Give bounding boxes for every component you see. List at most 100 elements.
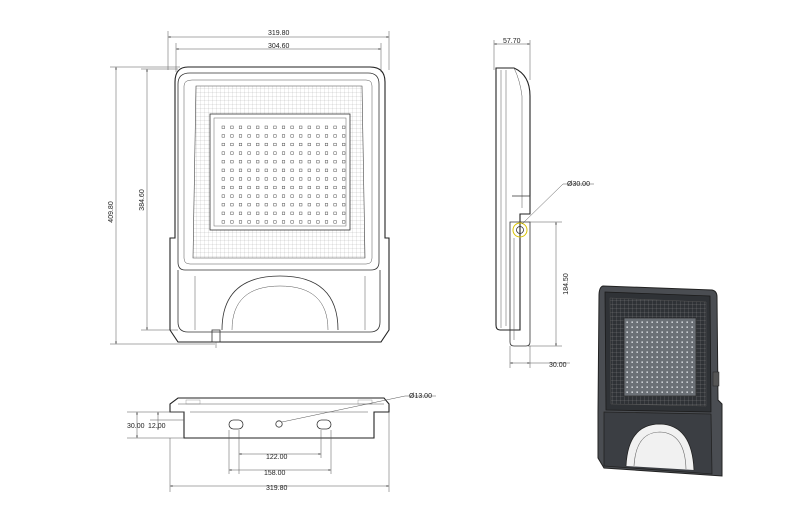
led-chip (221, 220, 225, 224)
led-chip (238, 160, 243, 164)
led-chip (230, 160, 234, 164)
led-chip (342, 220, 346, 224)
led-chip (238, 125, 243, 129)
led-chip (307, 185, 311, 190)
led-chip (342, 168, 346, 172)
dim-bracket-width: 30.00 (549, 362, 567, 369)
led-chip (290, 203, 294, 207)
led-array (221, 125, 346, 224)
led-chip (264, 194, 268, 198)
led-chip (324, 194, 329, 198)
led-chip (230, 194, 234, 198)
led-chip (290, 151, 294, 155)
led-chip (307, 220, 311, 224)
led-chip (247, 168, 251, 172)
front-view: 319.80 304.60 409.80 384.60 (108, 30, 390, 348)
led-chip (324, 185, 329, 190)
dim-depth: 57.70 (503, 38, 521, 45)
led-chip (333, 151, 337, 155)
led-chip (307, 203, 311, 207)
led-chip (281, 142, 286, 147)
led-chip (238, 177, 243, 181)
led-chip (316, 125, 320, 129)
led-chip (290, 211, 294, 215)
led-chip (230, 185, 234, 190)
led-chip (290, 160, 294, 164)
led-chip (221, 125, 225, 129)
led-chip (256, 177, 260, 181)
led-chip (299, 185, 303, 190)
led-chip (290, 134, 294, 138)
product-render (597, 285, 723, 477)
led-chip (342, 203, 346, 207)
led-chip (290, 168, 294, 172)
led-chip (221, 203, 225, 207)
led-chip (273, 177, 277, 181)
led-chip (247, 203, 251, 207)
led-chip (342, 134, 346, 138)
led-chip (307, 168, 311, 172)
side-view: 57.70 Ø30.00 184.50 30.00 (493, 38, 594, 369)
led-chip (307, 142, 311, 147)
dim-bracket-height: 184.50 (563, 273, 570, 295)
led-chip (256, 194, 260, 198)
led-chip (247, 220, 251, 224)
led-chip (221, 177, 225, 181)
led-chip (264, 168, 268, 172)
led-chip (316, 203, 320, 207)
dim-height-total: 30.00 (127, 423, 145, 430)
led-chip (256, 203, 260, 207)
led-chip (307, 211, 311, 215)
led-chip (238, 134, 243, 138)
pivot-highlight (512, 222, 528, 238)
led-chip (316, 211, 320, 215)
led-chip (256, 185, 260, 190)
led-chip (316, 160, 320, 164)
led-chip (247, 134, 251, 138)
led-chip (273, 203, 277, 207)
led-chip (221, 134, 225, 138)
led-chip (256, 168, 260, 172)
led-chip (281, 160, 286, 164)
led-chip (307, 125, 311, 129)
led-chip (342, 160, 346, 164)
led-chip (273, 125, 277, 129)
led-chip (264, 151, 268, 155)
led-chip (273, 194, 277, 198)
led-chip (316, 177, 320, 181)
led-chip (324, 168, 329, 172)
led-chip (299, 203, 303, 207)
led-chip (342, 211, 346, 215)
led-chip (333, 125, 337, 129)
dim-slot-outer: 158.00 (264, 470, 286, 477)
led-chip (281, 134, 286, 138)
led-chip (221, 185, 225, 190)
led-chip (290, 220, 294, 224)
led-chip (230, 203, 234, 207)
led-chip (264, 160, 268, 164)
led-chip (281, 211, 286, 215)
led-chip (230, 211, 234, 215)
led-chip (290, 177, 294, 181)
led-chip (230, 151, 234, 155)
led-chip (299, 168, 303, 172)
mount-slot-right (316, 419, 332, 430)
led-chip (238, 194, 243, 198)
led-chip (273, 160, 277, 164)
led-chip (247, 151, 251, 155)
led-chip (290, 194, 294, 198)
led-chip (264, 185, 268, 190)
led-chip (238, 220, 243, 224)
render-led-panel (623, 317, 697, 397)
led-chip (238, 168, 243, 172)
led-chip (316, 185, 320, 190)
led-chip (256, 151, 260, 155)
led-chip (299, 151, 303, 155)
led-chip (273, 134, 277, 138)
dim-height-flange: 12.00 (148, 423, 166, 430)
led-chip (273, 151, 277, 155)
led-chip (247, 194, 251, 198)
led-chip (264, 134, 268, 138)
bottom-view: Ø13.00 30.00 12.00 122.00 158.00 319.80 (127, 393, 436, 492)
led-chip (316, 134, 320, 138)
